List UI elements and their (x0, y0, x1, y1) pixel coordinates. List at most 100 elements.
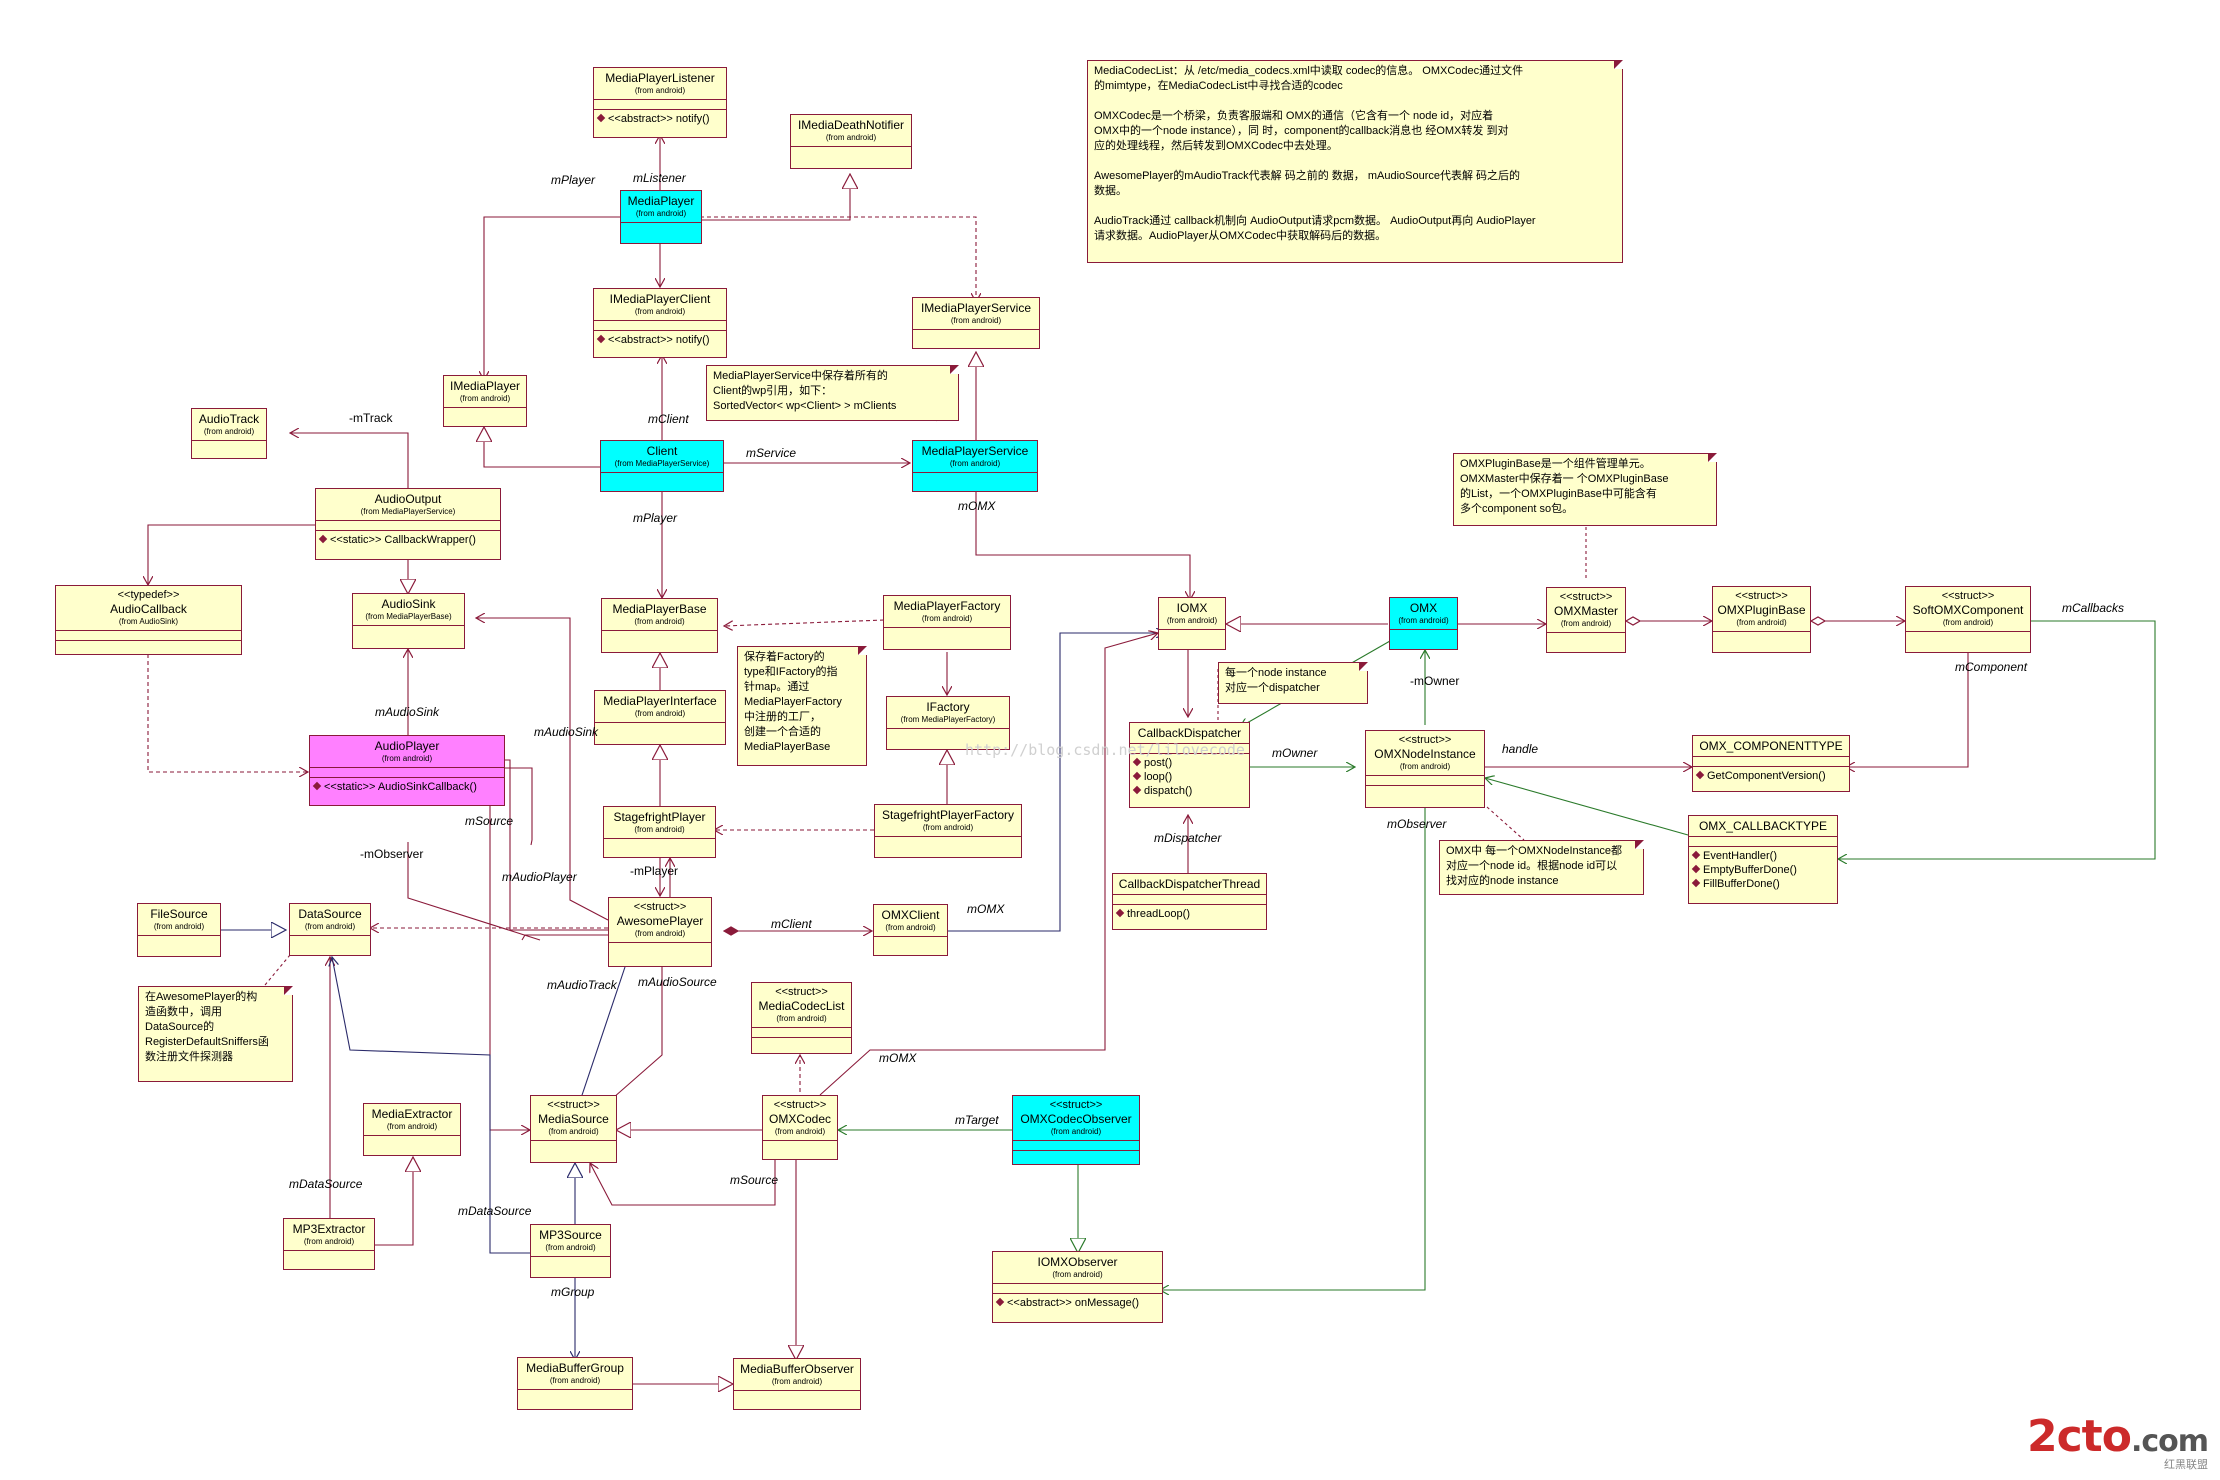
class-imediadeathnotifier[interactable]: IMediaDeathNotifier(from android) (790, 114, 912, 169)
class-mediaplayerfactory[interactable]: MediaPlayerFactory(from android) (883, 595, 1011, 650)
class-iomxobserver[interactable]: IOMXObserver(from android) <<abstract>> … (992, 1251, 1163, 1323)
class-name: OMXClient (881, 908, 940, 922)
class-callbackdispatcher[interactable]: CallbackDispatcher post()loop()dispatch(… (1129, 722, 1250, 808)
label-mclient: mClient (648, 412, 689, 426)
class-audiotrack[interactable]: AudioTrack(from android) (191, 408, 267, 459)
class-package: (from android) (1050, 1127, 1102, 1136)
class-omxnodeinstance[interactable]: <<struct>>OMXNodeInstance(from android) (1365, 730, 1485, 808)
class-audiocallback[interactable]: <<typedef>>AudioCallback(from AudioSink) (55, 585, 242, 655)
class-imediaplayerservice[interactable]: IMediaPlayerService(from android) (912, 297, 1040, 349)
class-name: IMediaDeathNotifier (797, 118, 905, 132)
class-name: SoftOMXComponent (1912, 603, 2024, 617)
class-audiosink[interactable]: AudioSink(from MediaPlayerBase) (352, 593, 465, 649)
class-omxcodecobserver[interactable]: <<struct>>OMXCodecObserver(from android) (1012, 1095, 1140, 1165)
label-maudioplayer: mAudioPlayer (502, 870, 577, 884)
class-mediabufferobserver[interactable]: MediaBufferObserver(from android) (733, 1358, 861, 1410)
label-mowner-2: -mOwner (1410, 674, 1460, 688)
label-maudiosink: mAudioSink (375, 705, 440, 719)
label-mplayer: mPlayer (551, 173, 596, 187)
class-imediaplayerclient[interactable]: IMediaPlayerClient(from android) <<abstr… (593, 288, 727, 358)
class-package: (from AudioSink) (118, 617, 179, 626)
class-imediaplayer[interactable]: IMediaPlayer(from android) (443, 375, 527, 427)
class-package: (from android) (885, 923, 936, 932)
class-name: OMXMaster (1553, 604, 1618, 618)
class-name: MediaCodecList (758, 999, 845, 1013)
operation-post: post() (1134, 756, 1245, 770)
class-stereotype: <<struct>> (1735, 590, 1788, 602)
class-audiooutput[interactable]: AudioOutput(from MediaPlayerService) <<s… (315, 488, 501, 560)
class-stereotype: <<struct>> (633, 901, 687, 913)
label-maudiotrack: mAudioTrack (547, 978, 617, 992)
class-stereotype: <<struct>> (1049, 1099, 1103, 1111)
class-name: OMXNodeInstance (1374, 747, 1476, 761)
label-mobserver-node: mObserver (1387, 817, 1447, 831)
label-mdatasource-2: mDataSource (458, 1204, 532, 1218)
class-mediacodeclist[interactable]: <<struct>>MediaCodecList(from android) (751, 982, 852, 1054)
class-package: (from android) (545, 1243, 596, 1252)
note-nodeinstance: OMX中 每一个OMXNodeInstance都 对应一个node id。根据n… (1439, 840, 1644, 895)
class-client[interactable]: Client(from MediaPlayerService) (600, 440, 724, 492)
class-name: MediaSource (538, 1112, 609, 1126)
class-package: (from android) (1399, 762, 1451, 771)
class-mediabuffergroup[interactable]: MediaBufferGroup(from android) (517, 1357, 633, 1410)
class-package: (from android) (949, 459, 1001, 468)
class-stagefrightplayer[interactable]: StagefrightPlayer(from android) (603, 806, 716, 858)
class-name: MediaPlayerFactory (893, 599, 1001, 613)
class-package: (from android) (1560, 619, 1612, 628)
class-name: CallbackDispatcher (1137, 726, 1242, 740)
class-mediaplayerservice[interactable]: MediaPlayerService(from android) (912, 440, 1038, 492)
class-omxclient[interactable]: OMXClient(from android) (873, 904, 948, 956)
class-mediaplayerlistener[interactable]: MediaPlayerListener(from android) <<abst… (593, 67, 727, 138)
class-iomx[interactable]: IOMX(from android) (1158, 597, 1226, 650)
class-package: (from android) (1166, 616, 1218, 625)
class-package: (from android) (950, 316, 1002, 325)
class-ifactory[interactable]: IFactory(from MediaPlayerFactory) (886, 696, 1010, 750)
class-mediaextractor[interactable]: MediaExtractor(from android) (363, 1103, 461, 1156)
class-package: (from android) (922, 823, 974, 832)
class-mp3extractor[interactable]: MP3Extractor(from android) (283, 1218, 375, 1270)
class-mediaplayer[interactable]: MediaPlayer(from android) (620, 190, 702, 244)
label-mplayer-client: mPlayer (633, 511, 678, 525)
logo-sub: 红黑联盟 (2164, 1458, 2208, 1471)
class-package: (from android) (634, 307, 686, 316)
class-stagefrightplayerfactory[interactable]: StagefrightPlayerFactory(from android) (874, 804, 1022, 858)
class-omxcodec[interactable]: <<struct>>OMXCodec(from android) (762, 1095, 838, 1160)
class-omx-callbacktype[interactable]: OMX_CALLBACKTYPE EventHandler()EmptyBuff… (1688, 815, 1838, 904)
class-softomxcomponent[interactable]: <<struct>>SoftOMXComponent(from android) (1905, 586, 2031, 653)
class-audioplayer[interactable]: AudioPlayer(from android) <<static>> Aud… (309, 735, 505, 806)
class-awesomeplayer[interactable]: <<struct>>AwesomePlayer(from android) (608, 897, 712, 967)
class-mediaplayerbase[interactable]: MediaPlayerBase(from android) (601, 598, 718, 653)
operation-audiosinkcallback: <<static>> AudioSinkCallback() (314, 780, 500, 794)
class-package: (from MediaPlayerFactory) (900, 715, 996, 724)
label-maudiosink-2: mAudioSink (534, 725, 599, 739)
class-name: MP3Source (539, 1228, 602, 1242)
class-name: FileSource (150, 907, 208, 921)
class-mp3source[interactable]: MP3Source(from android) (530, 1224, 611, 1278)
class-name: MediaBufferObserver (740, 1362, 854, 1376)
class-package: (from android) (459, 394, 511, 403)
class-mediaplayerinterface[interactable]: MediaPlayerInterface(from android) (594, 690, 726, 745)
note-omxpluginbase: OMXPluginBase是一个组件管理单元。 OMXMaster中保存着一 个… (1453, 453, 1717, 526)
class-name: OMX (1409, 601, 1438, 615)
class-omx[interactable]: OMX(from android) (1389, 597, 1458, 650)
class-filesource[interactable]: FileSource(from android) (137, 903, 221, 957)
class-stereotype: <<struct>> (773, 1099, 827, 1111)
class-package: (from android) (303, 1237, 355, 1246)
class-name: OMX_COMPONENTTYPE (1699, 739, 1843, 753)
class-package: (from android) (153, 922, 205, 931)
class-omxmaster[interactable]: <<struct>>OMXMaster(from android) (1546, 587, 1626, 653)
class-omxpluginbase[interactable]: <<struct>>OMXPluginBase(from android) (1712, 586, 1811, 653)
class-mediasource[interactable]: <<struct>>MediaSource(from android) (530, 1095, 617, 1163)
class-datasource[interactable]: DataSource(from android) (289, 903, 371, 956)
class-stereotype: <<typedef>> (117, 589, 180, 601)
class-name: MediaPlayerInterface (603, 694, 717, 708)
class-name: IMediaPlayer (449, 379, 521, 393)
class-omx-componenttype[interactable]: OMX_COMPONENTTYPE GetComponentVersion() (1692, 735, 1850, 792)
class-name: IMediaPlayerClient (609, 292, 711, 306)
class-callbackdispatcherthread[interactable]: CallbackDispatcherThread threadLoop() (1112, 873, 1267, 930)
operation-onmessage: <<abstract>> onMessage() (997, 1296, 1158, 1310)
logo-suffix: .com (2130, 1424, 2209, 1459)
class-package: (from android) (1052, 1270, 1103, 1279)
